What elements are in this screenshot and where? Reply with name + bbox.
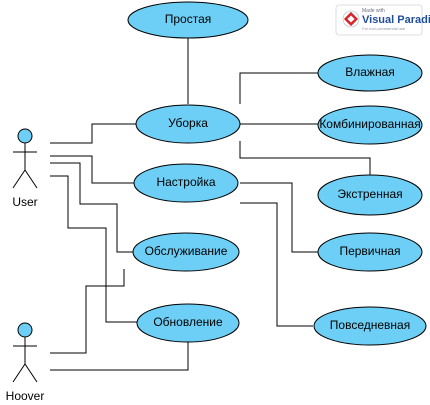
use-case-combined-shape	[317, 105, 423, 145]
use-case-daily-shape	[313, 306, 427, 346]
use-case-cleaning[interactable]: Уборка	[135, 104, 241, 144]
use-case-setup-label: Настройка	[156, 175, 215, 189]
connector-setup-daily	[240, 202, 313, 327]
use-case-setup-shape	[133, 163, 239, 203]
connector-hoover-maintenance	[50, 269, 125, 354]
use-case-primary-shape	[317, 232, 423, 272]
connector-user-cleaning	[50, 123, 138, 144]
use-case-maintenance-label: Обслуживание	[145, 244, 228, 258]
use-case-combined[interactable]: Комбинированная	[317, 105, 423, 145]
watermark-brand: Visual Paradigm	[362, 14, 430, 26]
watermark-box	[335, 4, 423, 36]
stick-figure-icon	[12, 128, 38, 189]
watermark-tagline: For non-commercial use	[362, 26, 406, 31]
connector-user-maintenance	[50, 162, 133, 253]
actor-user[interactable]: User	[12, 128, 38, 209]
connectors	[50, 38, 371, 371]
connector-cleaning-wet	[239, 72, 318, 104]
use-case-primary[interactable]: Первичная	[317, 232, 423, 272]
connector-user-setup	[50, 155, 136, 184]
use-case-daily[interactable]: Повседневная	[313, 306, 427, 346]
use-case-cleaning-label: Уборка	[168, 116, 208, 130]
use-case-wet[interactable]: Влажная	[317, 54, 423, 92]
use-case-simple[interactable]: Простая	[127, 1, 249, 39]
visual-paradigm-watermark: Made with Visual Paradigm For non-commer…	[335, 4, 430, 36]
use-case-cleaning-shape	[135, 104, 241, 144]
connector-hoover-update	[50, 339, 189, 371]
use-case-simple-label: Простая	[165, 12, 212, 26]
connector-user-update	[50, 175, 137, 323]
use-case-update-shape	[136, 303, 240, 343]
visual-paradigm-logo-icon	[342, 10, 360, 28]
use-case-setup[interactable]: Настройка	[133, 163, 239, 203]
stick-figure-icon	[12, 322, 38, 383]
connector-setup-primary	[240, 182, 318, 253]
use-case-emergency-label: Экстренная	[337, 187, 402, 201]
actor-hoover-label: Hoover	[6, 389, 45, 403]
use-case-update-label: Обновление	[153, 315, 223, 329]
actor-user-label: User	[12, 195, 37, 209]
use-case-emergency[interactable]: Экстренная	[317, 174, 423, 216]
watermark-top-text: Made with	[362, 8, 385, 14]
use-case-update[interactable]: Обновление	[136, 303, 240, 343]
use-case-wet-shape	[317, 54, 423, 92]
connector-cleaning-emergency	[239, 141, 371, 175]
use-case-simple-shape	[127, 1, 249, 39]
use-case-wet-label: Влажная	[345, 65, 395, 79]
use-case-primary-label: Первичная	[339, 244, 400, 258]
use-case-daily-label: Повседневная	[330, 318, 410, 332]
actor-hoover[interactable]: Hoover	[6, 322, 45, 403]
use-case-maintenance-shape	[132, 232, 240, 272]
use-case-emergency-shape	[317, 174, 423, 216]
use-case-maintenance[interactable]: Обслуживание	[132, 232, 240, 272]
use-case-combined-label: Комбинированная	[319, 117, 420, 131]
